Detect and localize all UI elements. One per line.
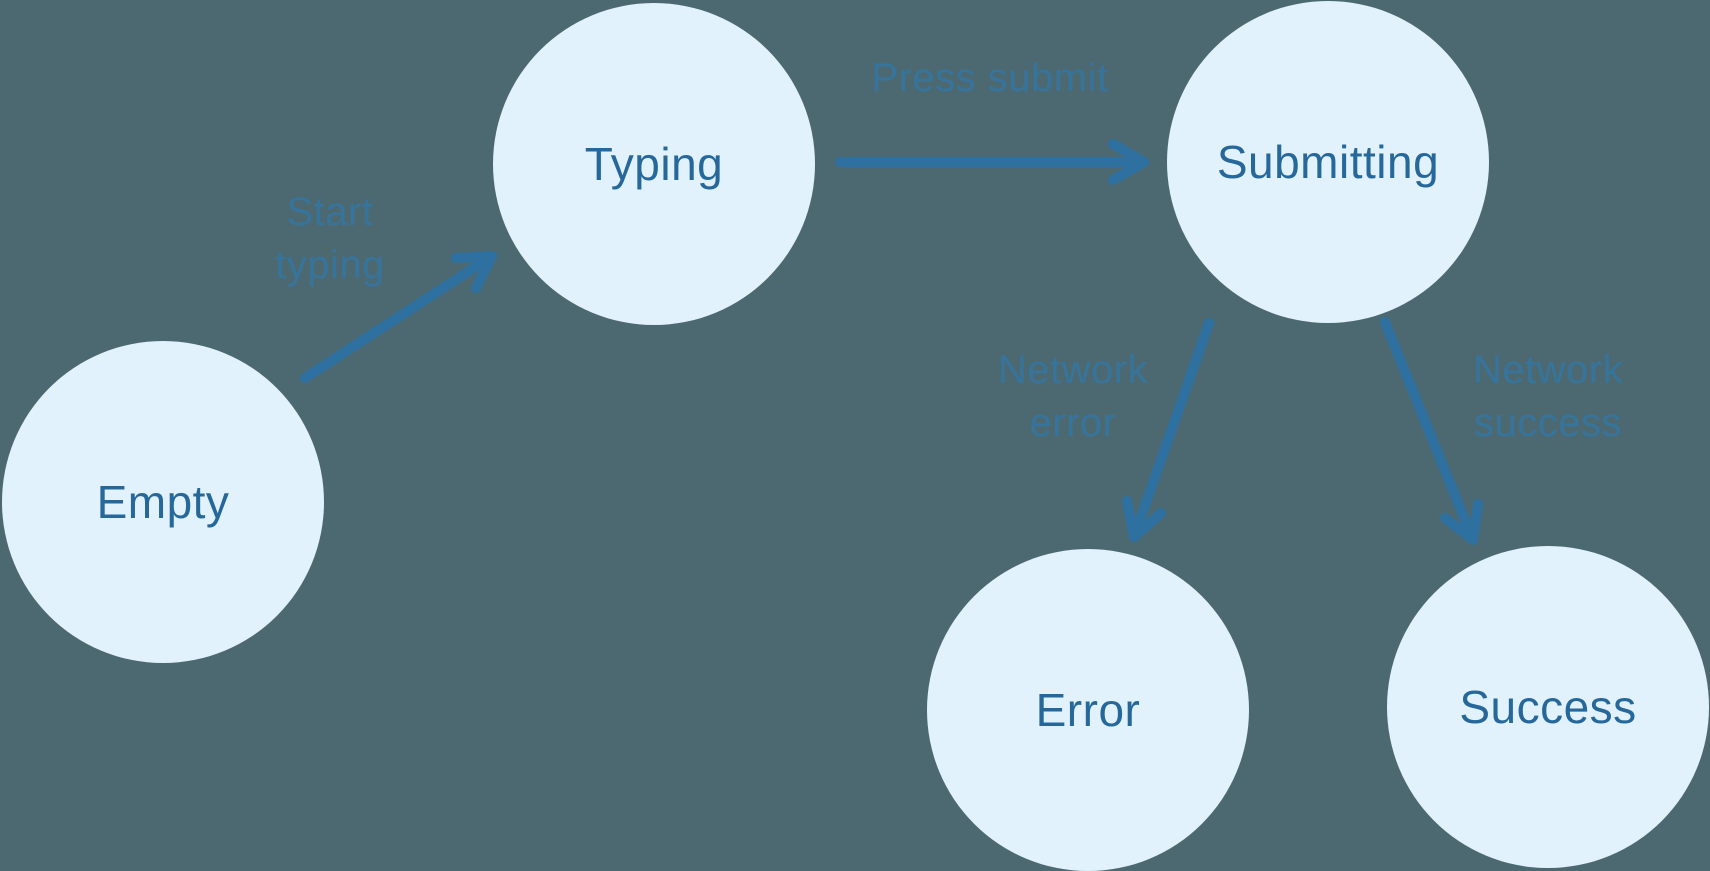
- edge-label-start-typing: Start typing: [275, 190, 385, 287]
- edge-label-press-submit: Press submit: [871, 56, 1109, 100]
- state-node-error: Error: [927, 549, 1249, 871]
- state-node-label: Empty: [96, 476, 230, 528]
- state-node-label: Submitting: [1216, 136, 1440, 188]
- state-node-empty: Empty: [2, 341, 324, 663]
- edge-arrow-empty-to-typing: [300, 251, 497, 383]
- state-node-success: Success: [1387, 546, 1709, 868]
- edge-arrow-typing-to-submitting: [835, 139, 1149, 185]
- edge-label-network-success: Network success: [1472, 348, 1624, 445]
- state-node-typing: Typing: [493, 3, 815, 325]
- state-node-label: Success: [1459, 681, 1637, 733]
- state-node-label: Typing: [584, 138, 724, 190]
- state-node-submitting: Submitting: [1167, 1, 1489, 323]
- edge-arrow-submitting-to-error: [1122, 318, 1214, 542]
- edge-arrow-submitting-to-success: [1380, 317, 1483, 545]
- edge-label-network-error: Network error: [997, 348, 1149, 445]
- state-node-label: Error: [1035, 684, 1141, 736]
